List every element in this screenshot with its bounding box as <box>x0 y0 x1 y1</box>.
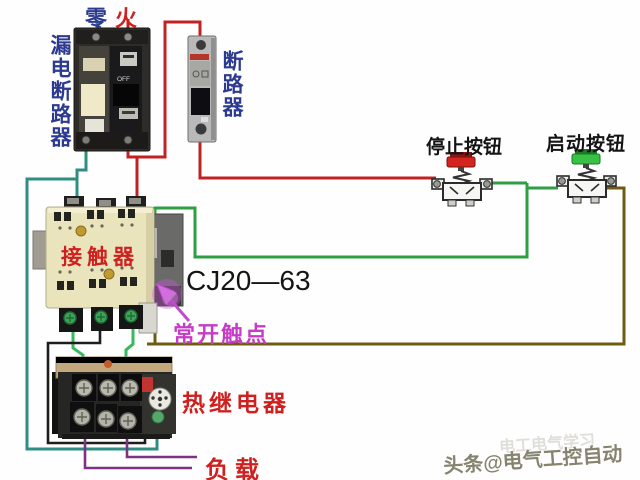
relay-orange-dot <box>104 360 112 368</box>
contactor-gold-screw-2 <box>103 268 115 280</box>
wire-holding-contact <box>153 183 529 259</box>
breaker-out-screw-2 <box>123 135 133 145</box>
live-label: 火 <box>115 6 138 31</box>
breaker-rating-patch <box>120 52 137 66</box>
wire-neutral-left-run <box>25 177 159 451</box>
breaker-screw-live <box>123 32 133 42</box>
start-button-device <box>556 149 617 204</box>
wire-start-to-coil <box>147 186 626 346</box>
breaker-out-screw-1 <box>81 135 91 145</box>
breaker-label-patch <box>83 58 105 71</box>
start-right-screw <box>607 177 615 185</box>
stop-left-screw <box>433 180 441 188</box>
wire-cb-to-stop <box>198 142 436 180</box>
stop-button-label: 停止按钮 <box>426 137 503 158</box>
breaker-label: 断路器 <box>220 50 243 119</box>
breaker-yellow-patch <box>81 84 105 116</box>
thermal-relay-device <box>52 356 176 439</box>
start-cap-top <box>575 149 597 155</box>
stop-foot-1 <box>447 199 457 207</box>
start-button-label: 启动按钮 <box>546 134 627 155</box>
thermal-relay-label: 热继电器 <box>182 390 290 416</box>
cb-toggle-window <box>191 88 210 115</box>
stop-button-device <box>431 152 493 207</box>
contactor-screw-marks-bottom <box>57 277 137 290</box>
stop-right-screw <box>483 180 491 188</box>
stop-cap-top <box>450 152 472 158</box>
breaker-toggle <box>113 84 139 106</box>
stop-foot-2 <box>465 199 475 207</box>
leakage-breaker-device: OFF <box>73 27 151 152</box>
wire-relay-black <box>46 326 147 445</box>
wire-live-to-cb <box>126 20 202 159</box>
no-contact-label: 常开触点 <box>173 322 270 347</box>
breaker-white-patch <box>85 119 104 132</box>
contactor-left-tab <box>32 230 47 270</box>
no-contact-arrow <box>156 283 191 322</box>
load-label: 负载 <box>205 457 265 480</box>
contactor-screw-marks-top <box>54 209 135 221</box>
contactor-gold-screw-1 <box>75 225 87 237</box>
start-foot-1 <box>572 196 582 204</box>
breaker-screw-neutral <box>91 32 101 42</box>
wire-neutral-to-contactor <box>75 144 88 197</box>
contactor-dots <box>58 223 134 274</box>
contactor-label: 接触器 <box>61 246 139 269</box>
start-foot-2 <box>590 196 600 204</box>
leakage-breaker-label: 漏电断路器 <box>48 34 71 149</box>
wire-load-1 <box>83 429 192 470</box>
cb-red-strip <box>190 54 209 60</box>
neutral-label: 零 <box>85 6 108 31</box>
cb-bottom-screw <box>195 123 207 135</box>
relay-nc-screw <box>151 410 165 424</box>
relay-red-tab <box>142 377 153 392</box>
stop-base <box>442 182 482 201</box>
contactor-device <box>32 196 184 334</box>
start-left-screw <box>558 177 566 185</box>
circuit-breaker-device <box>187 35 217 143</box>
cb-label-area <box>190 61 210 86</box>
cb-top-screw <box>196 40 206 50</box>
breaker-off-text: OFF <box>117 76 130 83</box>
contactor-model-label: CJ20—63 <box>186 265 311 296</box>
start-base <box>567 179 607 198</box>
wire-load-2 <box>125 431 197 459</box>
